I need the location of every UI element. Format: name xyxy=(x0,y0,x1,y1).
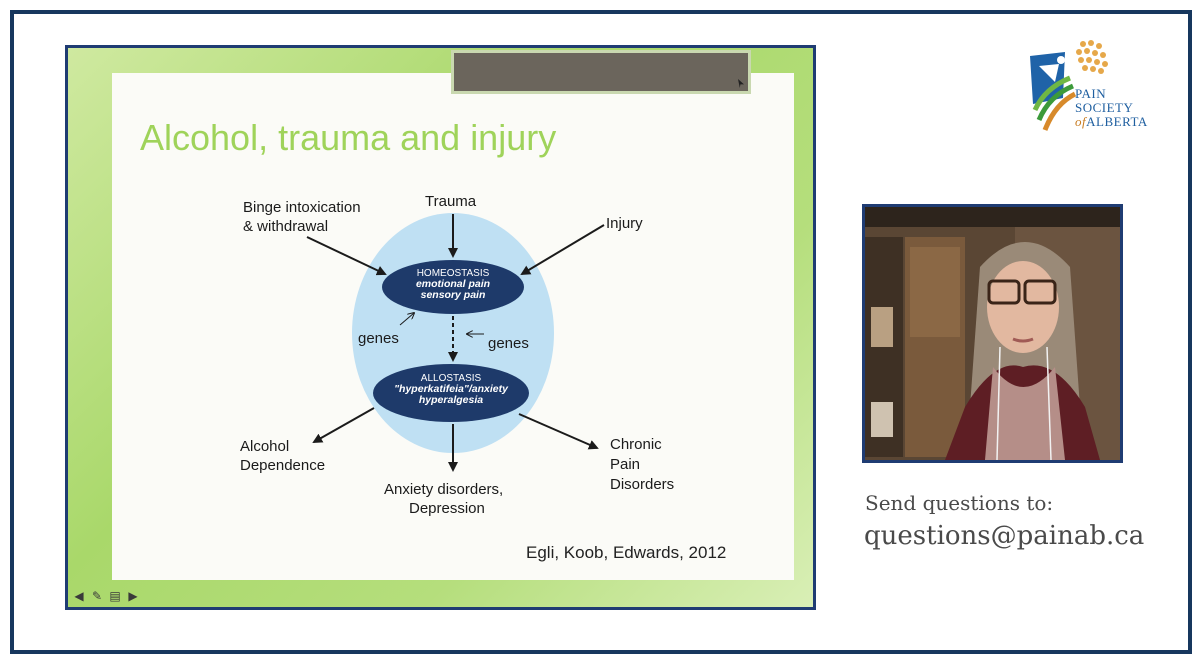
logo-of: of xyxy=(1075,114,1087,129)
mouse-cursor-icon xyxy=(738,79,744,88)
logo-line2: SOCIETY xyxy=(1075,100,1134,115)
label-binge-line2: & withdrawal xyxy=(243,218,329,235)
logo-line3: ALBERTA xyxy=(1086,114,1148,129)
allostasis-line1: "hyperkatifeia"/anxiety xyxy=(394,383,508,395)
arrow-to-alcohol xyxy=(312,407,375,443)
label-binge-line1: Binge intoxication xyxy=(243,199,361,216)
label-anxiety-line2: Depression xyxy=(409,500,485,517)
logo-text: PAIN SOCIETY ofALBERTA xyxy=(1075,87,1148,129)
logo-line1: PAIN xyxy=(1075,86,1107,101)
label-injury: Injury xyxy=(606,215,643,232)
slide-top-tab xyxy=(451,50,751,94)
allostasis-oval xyxy=(373,364,529,422)
homeostasis-line1: emotional pain xyxy=(415,278,491,290)
slide-title: Alcohol, trauma and injury xyxy=(140,117,557,158)
arrow-left-icon[interactable]: ◀ xyxy=(74,589,84,603)
pen-icon[interactable]: ✎ xyxy=(91,589,103,603)
send-questions-label: Send questions to: xyxy=(865,491,1054,515)
homeostasis-text: HOMEOSTASIS emotional pain sensory pain xyxy=(393,268,513,301)
pain-society-logo-icon xyxy=(1030,40,1108,131)
homeostasis-line2: sensory pain xyxy=(420,289,486,301)
label-anxiety-line1: Anxiety disorders, xyxy=(384,481,504,498)
speaker-webcam-video xyxy=(862,204,1123,463)
slide-controls: ◀ ✎ ▤ ▶ xyxy=(72,589,140,603)
questions-email: questions@painab.ca xyxy=(864,521,1145,551)
speaker-video-frame xyxy=(865,207,1120,460)
label-genes-right: genes xyxy=(488,335,529,352)
allostasis-heading: ALLOSTASIS xyxy=(420,373,482,384)
label-genes-left: genes xyxy=(358,330,399,347)
allostasis-line2: hyperalgesia xyxy=(418,394,484,406)
label-alcohol-line1: Alcohol xyxy=(240,438,290,455)
homeostasis-heading: HOMEOSTASIS xyxy=(416,268,490,279)
arrow-right-icon[interactable]: ▶ xyxy=(128,589,138,603)
label-chronic-line1: Chronic xyxy=(610,436,662,453)
slide-citation: Egli, Koob, Edwards, 2012 xyxy=(526,543,727,562)
allostasis-text: ALLOSTASIS "hyperkatifeia"/anxiety hyper… xyxy=(381,373,521,406)
label-alcohol-line2: Dependence xyxy=(240,457,326,474)
arrow-genes-left xyxy=(399,313,414,326)
arrow-to-chronic xyxy=(518,413,599,450)
homeostasis-oval xyxy=(382,260,524,314)
label-chronic-line2: Pain xyxy=(610,456,641,473)
arrow-binge xyxy=(306,236,387,276)
menu-icon[interactable]: ▤ xyxy=(109,589,121,603)
label-trauma: Trauma xyxy=(425,193,477,210)
arrow-injury xyxy=(520,224,605,276)
label-chronic-line3: Disorders xyxy=(610,476,675,493)
